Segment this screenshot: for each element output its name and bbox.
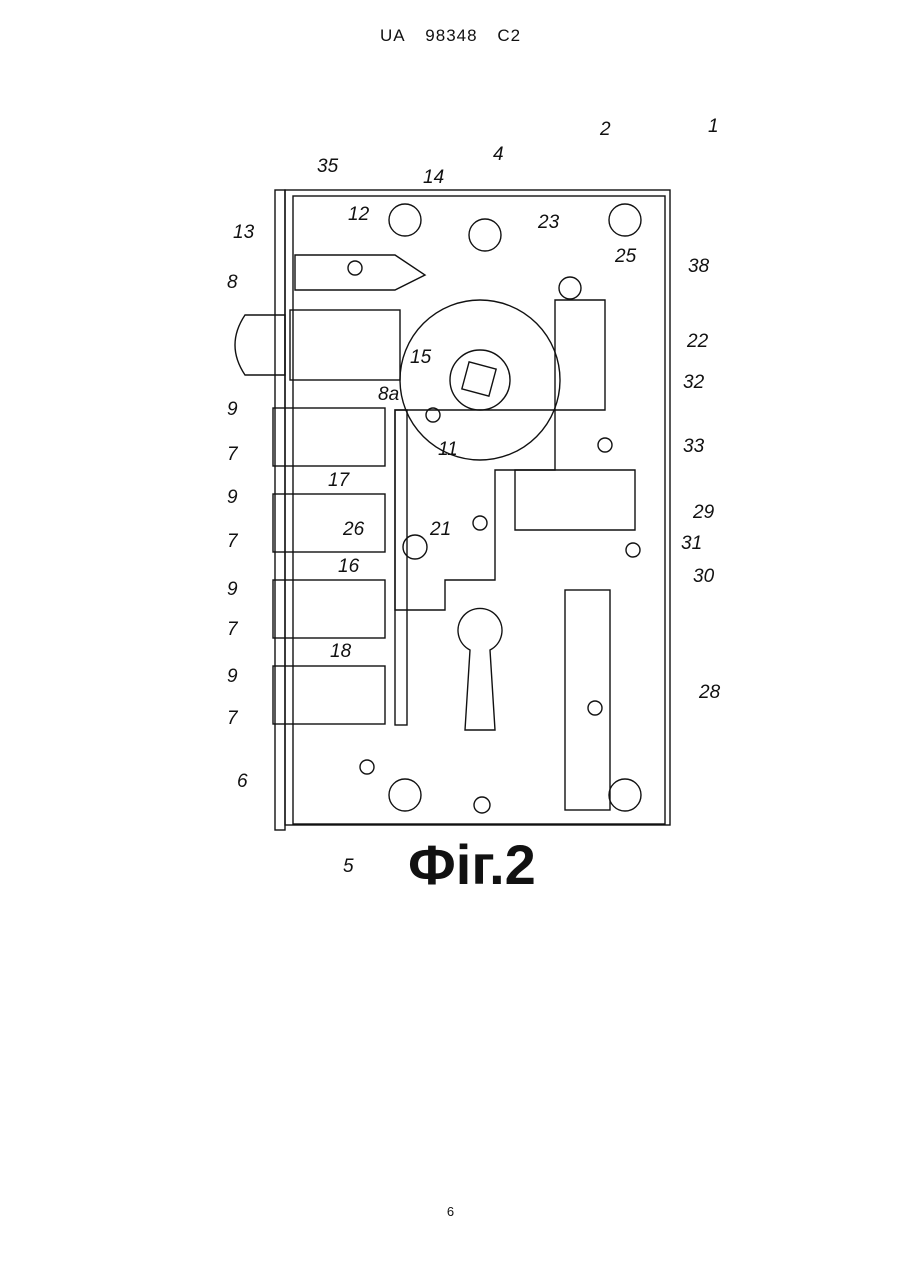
figure-caption: Фіг.2 xyxy=(408,832,536,897)
label-17: 17 xyxy=(328,470,351,491)
label-9: 9 xyxy=(227,399,238,420)
follower-hub xyxy=(400,300,560,460)
pin xyxy=(588,701,602,715)
label-28: 28 xyxy=(698,682,721,703)
pin-35 xyxy=(348,261,362,275)
label-18: 18 xyxy=(330,641,352,662)
hole xyxy=(609,779,641,811)
pin-33 xyxy=(598,438,612,452)
plate-22 xyxy=(555,300,605,410)
country-code: UA xyxy=(380,26,406,46)
label-2: 2 xyxy=(599,119,611,140)
reference-labels: 1 2 4 35 14 12 23 25 13 38 8 22 15 8a 32… xyxy=(227,116,721,877)
label-16: 16 xyxy=(338,556,360,577)
hole xyxy=(474,797,490,813)
plate-29 xyxy=(515,470,635,530)
label-38: 38 xyxy=(688,256,710,277)
slide-28 xyxy=(565,590,610,810)
label-7: 7 xyxy=(227,444,239,465)
plate-17-16 xyxy=(395,410,555,610)
label-7b: 7 xyxy=(227,531,239,552)
label-25: 25 xyxy=(614,246,637,267)
page-number: 6 xyxy=(0,1204,901,1219)
label-13: 13 xyxy=(233,222,255,243)
label-8a: 8a xyxy=(378,384,399,405)
follower-square xyxy=(462,362,496,396)
lock-mechanism-drawing: 1 2 4 35 14 12 23 25 13 38 8 22 15 8a 32… xyxy=(215,110,735,900)
label-8: 8 xyxy=(227,272,238,293)
label-26: 26 xyxy=(342,519,365,540)
cylinder-keyhole xyxy=(458,608,502,730)
patent-number: 98348 xyxy=(425,26,477,46)
label-9c: 9 xyxy=(227,579,238,600)
pin-31 xyxy=(626,543,640,557)
hole xyxy=(389,204,421,236)
pin-38 xyxy=(559,277,581,299)
label-9d: 9 xyxy=(227,666,238,687)
label-21: 21 xyxy=(429,519,451,540)
bolt-4 xyxy=(273,666,385,724)
front-plate xyxy=(275,190,285,830)
pin xyxy=(360,760,374,774)
label-9b: 9 xyxy=(227,487,238,508)
label-7c: 7 xyxy=(227,619,239,640)
latch-housing xyxy=(290,310,400,380)
label-22: 22 xyxy=(686,331,709,352)
hole xyxy=(469,219,501,251)
label-30: 30 xyxy=(693,566,715,587)
label-7d: 7 xyxy=(227,708,239,729)
patent-kind: C2 xyxy=(497,26,521,46)
patent-header: UA 98348 C2 xyxy=(0,26,901,46)
label-11: 11 xyxy=(438,439,458,460)
bolt-3 xyxy=(273,580,385,638)
label-12: 12 xyxy=(348,204,370,225)
hole xyxy=(609,204,641,236)
label-6: 6 xyxy=(237,771,248,792)
follower-inner xyxy=(450,350,510,410)
bolt-1 xyxy=(273,408,385,466)
label-14: 14 xyxy=(423,167,444,188)
pin xyxy=(473,516,487,530)
label-15: 15 xyxy=(410,347,432,368)
hole xyxy=(389,779,421,811)
label-33: 33 xyxy=(683,436,705,457)
label-31: 31 xyxy=(681,533,702,554)
label-35: 35 xyxy=(317,156,339,177)
label-5: 5 xyxy=(343,856,354,877)
label-4: 4 xyxy=(493,144,504,165)
label-29: 29 xyxy=(692,502,715,523)
label-32: 32 xyxy=(683,372,705,393)
label-1: 1 xyxy=(708,116,719,137)
latch xyxy=(235,315,285,375)
rail xyxy=(395,410,407,725)
bolt-2 xyxy=(273,494,385,552)
label-23: 23 xyxy=(537,212,560,233)
